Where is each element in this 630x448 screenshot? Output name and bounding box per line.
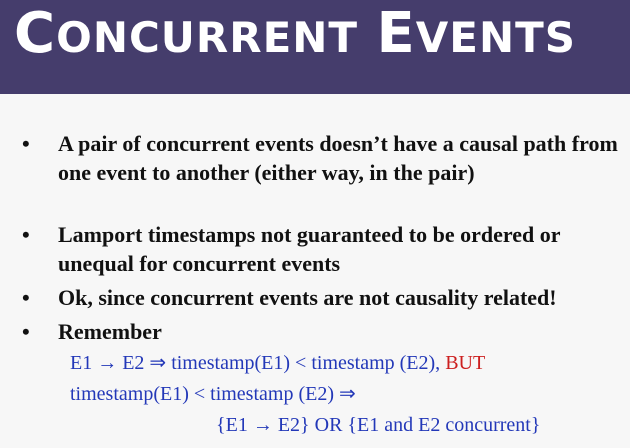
slide-title: CONCURRENT EVENTS xyxy=(14,2,576,70)
bullet-item-3: Ok, since concurrent events are not caus… xyxy=(58,285,557,310)
bullet-item-4: Remember xyxy=(58,319,162,344)
formula-line-3: {E1 → E2} OR {E1 and E2 concurrent} xyxy=(216,414,541,436)
bullet-symbol: • xyxy=(22,222,30,247)
formula-line-1-text: E1 → E2 ⇒ timestamp(E1) < timestamp (E2)… xyxy=(70,352,441,374)
title-initial-e: E xyxy=(376,1,416,66)
formula-line-2: timestamp(E1) < timestamp (E2) ⇒ xyxy=(70,383,356,405)
formula-line-1: E1 → E2 ⇒ timestamp(E1) < timestamp (E2)… xyxy=(70,350,485,376)
bullet-symbol: • xyxy=(22,319,30,344)
title-initial-c: C xyxy=(14,1,57,66)
formula-but-label: BUT xyxy=(445,352,486,374)
bullet-symbol: • xyxy=(22,131,30,156)
bullet-item-2: Lamport timestamps not guaranteed to be … xyxy=(58,222,561,276)
title-bar: CONCURRENT EVENTS xyxy=(0,0,630,94)
title-rest-oncurrent: ONCURRENT xyxy=(56,13,359,62)
title-rest-vents: VENTS xyxy=(415,13,577,62)
bullet-symbol: • xyxy=(22,285,30,310)
bullet-item-1: A pair of concurrent events doesn’t have… xyxy=(58,131,618,185)
